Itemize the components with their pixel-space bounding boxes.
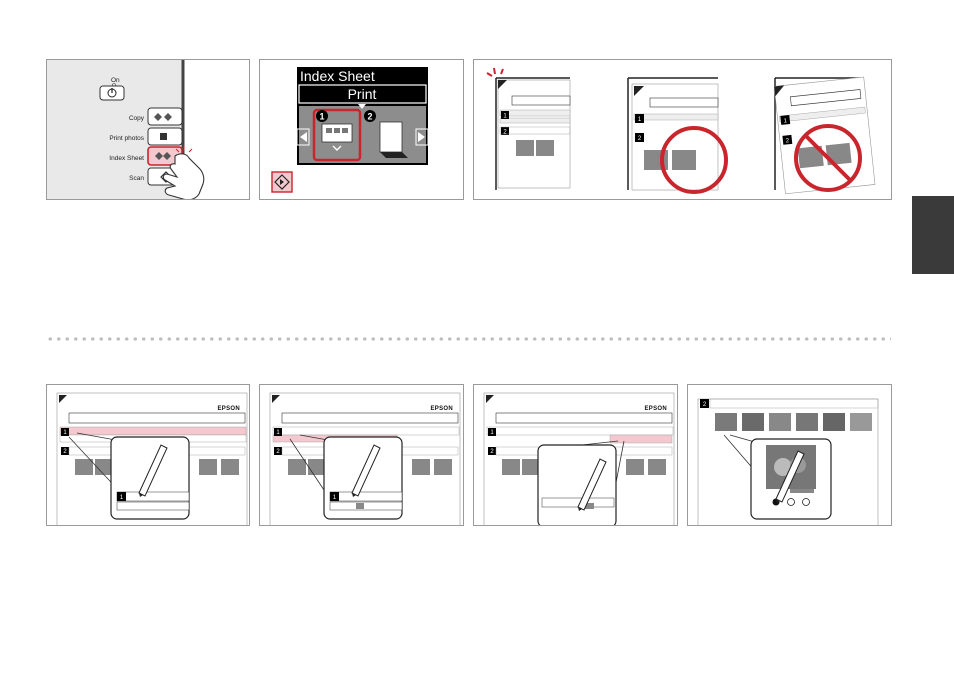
print-photos-label: Print photos [109,135,144,142]
lcd-screen-illustration: Index Sheet Print 1 2 [259,59,464,200]
sheet-select-photos-step: 2 [687,384,892,526]
sheet-skewed-position: 1 2 [774,77,875,194]
sheet-alignment-illustration: 1 2 1 2 [473,59,892,200]
lcd-action: Print [348,86,377,102]
option-2-number: 2 [367,112,372,122]
control-panel-illustration: On Copy Print photos Index Sheet Scan [46,59,250,200]
start-button-icon[interactable] [272,172,292,192]
sheet-mark-paper-size-step-a: EPSON 1 2 1 [46,384,250,526]
option-1-number: 1 [319,112,324,122]
copy-button[interactable] [148,108,182,125]
sheet-mark-paper-type-step: EPSON 1 2 [473,384,678,526]
copy-label: Copy [129,115,145,122]
on-label: On [111,77,120,84]
power-button[interactable] [100,86,124,100]
epson-logo: EPSON [644,406,667,412]
sheet-correct-position: 1 2 [487,68,570,190]
sheet-mark-paper-size-step-b: EPSON 1 2 1 [259,384,464,526]
epson-logo: EPSON [217,406,240,412]
lcd-title: Index Sheet [300,68,375,84]
chapter-tab [912,196,954,274]
index-sheet-label: Index Sheet [109,155,144,162]
epson-logo: EPSON [430,406,453,412]
scan-label: Scan [129,175,144,182]
section-divider [46,337,891,341]
print-photos-button[interactable] [148,128,182,145]
sheet-misaligned-position: 1 2 [628,78,726,192]
